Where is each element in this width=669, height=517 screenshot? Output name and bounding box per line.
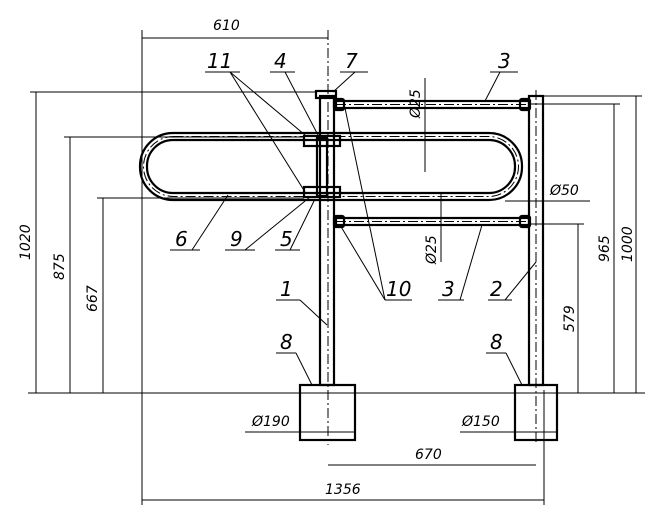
right-post xyxy=(527,90,545,445)
callout-1: 1 xyxy=(280,277,293,301)
dim-1356: 1356 xyxy=(325,482,361,498)
lower-bar xyxy=(332,214,532,229)
dim-left-base: Ø190 xyxy=(251,414,290,430)
dim-post-diameter: Ø50 xyxy=(549,183,579,199)
dim-1000: 1000 xyxy=(620,226,636,262)
callout-3-top: 3 xyxy=(498,49,511,73)
dim-670: 670 xyxy=(415,447,442,463)
callout-4: 4 xyxy=(274,49,287,73)
leader-lines xyxy=(170,71,537,386)
callout-11: 11 xyxy=(207,49,232,73)
dim-right-base: Ø150 xyxy=(461,414,500,430)
dim-upper-bar-diameter: Ø25 xyxy=(408,89,424,119)
callout-6: 6 xyxy=(175,227,188,251)
dim-lower-bar-diameter: Ø25 xyxy=(424,235,440,265)
dim-667: 667 xyxy=(85,285,101,312)
dim-610: 610 xyxy=(213,18,240,34)
callout-9: 9 xyxy=(230,227,243,251)
callout-8-right: 8 xyxy=(490,330,503,354)
dim-1020: 1020 xyxy=(18,224,34,260)
callout-5: 5 xyxy=(280,227,293,251)
dim-875: 875 xyxy=(52,253,68,280)
callout-8-left: 8 xyxy=(280,330,293,354)
callout-7: 7 xyxy=(345,49,358,73)
callout-3-bottom: 3 xyxy=(442,277,455,301)
left-post xyxy=(314,30,338,445)
callout-2: 2 xyxy=(490,277,503,301)
callout-10: 10 xyxy=(386,277,411,301)
upper-bar xyxy=(332,97,532,112)
dimension-lines xyxy=(30,30,642,505)
dim-965: 965 xyxy=(597,235,613,262)
gate-loop xyxy=(138,131,524,202)
dim-579: 579 xyxy=(562,305,578,332)
